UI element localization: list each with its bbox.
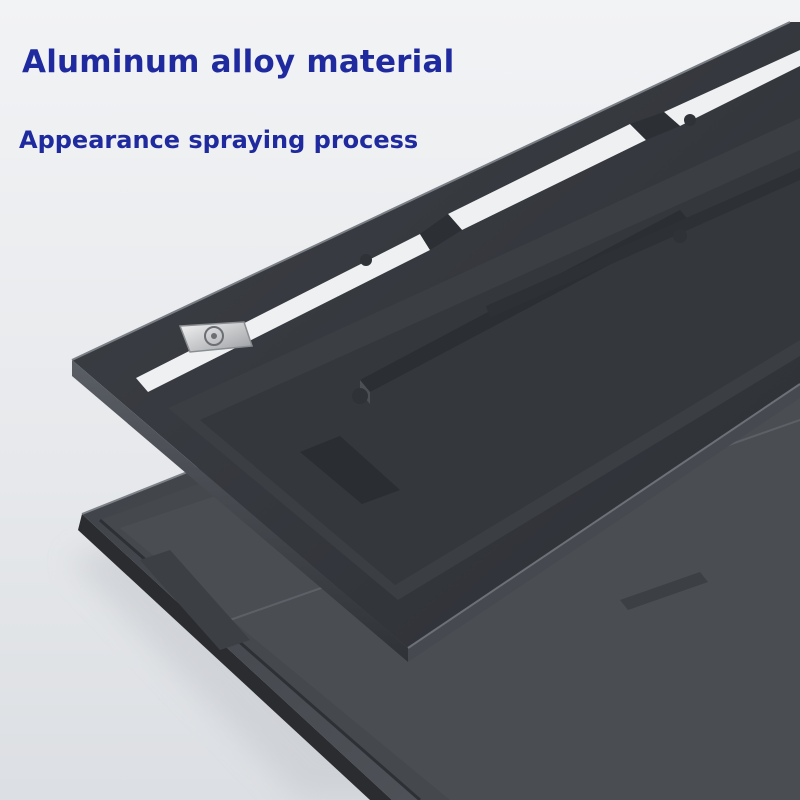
subline: Appearance spraying process	[19, 126, 419, 154]
top-frame	[71, 21, 800, 662]
headline: Aluminum alloy material	[22, 44, 455, 80]
frame-badge	[178, 321, 254, 353]
